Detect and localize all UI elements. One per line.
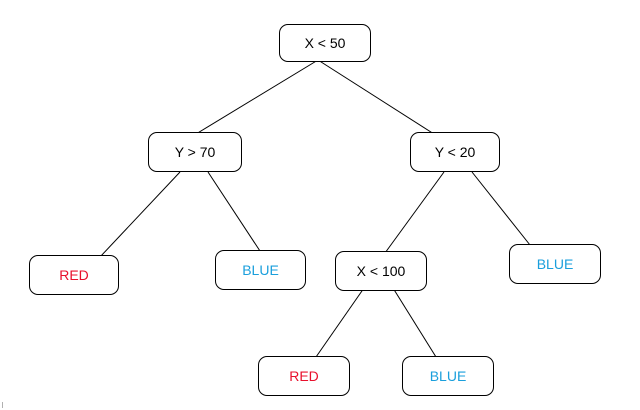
- node-left-label: Y > 70: [174, 144, 216, 160]
- node-right-left-right-leaf: BLUE: [402, 356, 494, 396]
- node-left-left-leaf-label: RED: [59, 267, 89, 283]
- node-left-left-leaf: RED: [29, 255, 119, 295]
- edge-right-right-left: [384, 171, 445, 254]
- node-right: Y < 20: [410, 132, 500, 172]
- edge-right-left-left: [315, 287, 365, 358]
- node-right-label: Y < 20: [434, 144, 476, 160]
- node-root-label: X < 50: [304, 35, 346, 51]
- edge-left-left-left: [99, 171, 181, 258]
- node-right-left: X < 100: [335, 251, 427, 291]
- edge-root-left: [195, 59, 319, 135]
- node-right-left-right-leaf-label: BLUE: [429, 368, 467, 384]
- node-right-right-leaf: BLUE: [509, 244, 601, 284]
- node-right-left-left-leaf: RED: [258, 356, 350, 396]
- node-left: Y > 70: [148, 132, 242, 172]
- node-right-left-left-leaf-label: RED: [289, 368, 319, 384]
- edge-right-right-right: [471, 171, 531, 246]
- edge-root-right: [317, 59, 435, 135]
- edge-left-left-right: [207, 171, 261, 252]
- node-right-left-label: X < 100: [356, 263, 406, 279]
- node-left-right-leaf: BLUE: [215, 250, 306, 290]
- node-right-right-leaf-label: BLUE: [536, 256, 574, 272]
- node-root: X < 50: [279, 24, 371, 62]
- node-left-right-leaf-label: BLUE: [242, 262, 279, 278]
- edge-right-left-right: [392, 287, 437, 358]
- corner-tick-mark: [2, 402, 3, 408]
